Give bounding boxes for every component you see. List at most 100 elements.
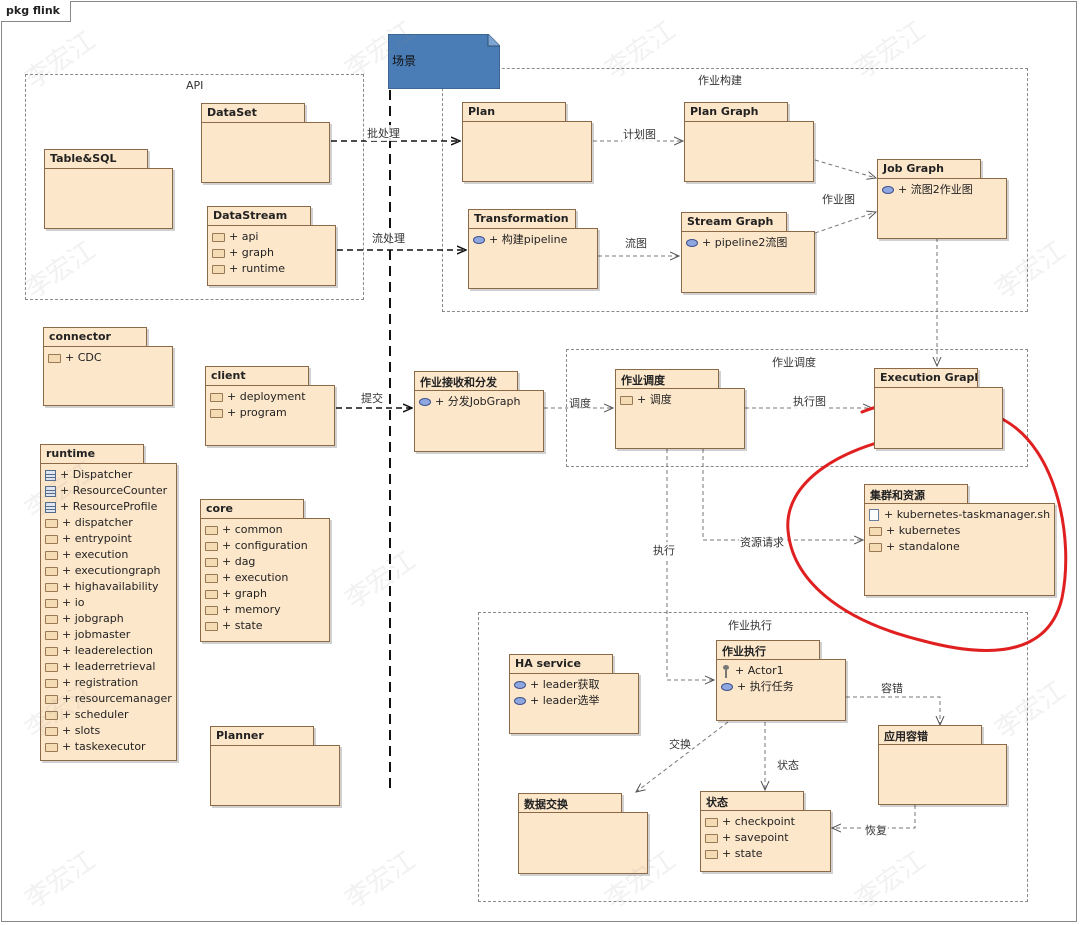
package-transformation-tab[interactable]: Transformation bbox=[468, 209, 576, 229]
package-job-receive-tab[interactable]: 作业接收和分发 bbox=[414, 371, 518, 391]
use-case-icon bbox=[882, 186, 894, 194]
package-planner-name: Planner bbox=[216, 729, 264, 742]
folder-icon bbox=[205, 605, 218, 615]
package-stream-graph[interactable]: + pipeline2流图 bbox=[681, 231, 815, 293]
folder-icon bbox=[45, 742, 58, 752]
package-runtime[interactable]: + Dispatcher + ResourceCounter + Resourc… bbox=[40, 463, 177, 761]
package-job-graph[interactable]: + 流图2作业图 bbox=[877, 178, 1007, 239]
package-connector-tab[interactable]: connector bbox=[43, 327, 147, 347]
package-plan-graph[interactable] bbox=[684, 121, 814, 182]
folder-icon bbox=[869, 526, 882, 536]
use-case-icon bbox=[686, 239, 698, 247]
package-job-graph-tab[interactable]: Job Graph bbox=[877, 159, 981, 179]
package-core-tab[interactable]: core bbox=[200, 499, 304, 519]
package-plan-name: Plan bbox=[468, 105, 496, 118]
package-ha-service-tab[interactable]: HA service bbox=[509, 654, 613, 674]
list-item: + resourcemanager bbox=[45, 691, 172, 707]
package-job-exec[interactable]: + Actor1 + 执行任务 bbox=[716, 659, 846, 721]
list-item: + api bbox=[212, 229, 331, 245]
folder-icon bbox=[45, 710, 58, 720]
package-state-tab[interactable]: 状态 bbox=[700, 791, 804, 811]
package-datastream-tab[interactable]: DataStream bbox=[207, 206, 311, 226]
package-client-tab[interactable]: client bbox=[205, 366, 309, 386]
package-table-sql-tab[interactable]: Table&SQL bbox=[44, 149, 148, 169]
region-api-title: API bbox=[186, 79, 204, 92]
list-item: + leader获取 bbox=[514, 677, 634, 693]
package-cluster[interactable]: + kubernetes-taskmanager.sh + kubernetes… bbox=[864, 503, 1055, 596]
package-transformation[interactable]: + 构建pipeline bbox=[468, 228, 598, 289]
list-item: + graph bbox=[212, 245, 331, 261]
folder-icon bbox=[210, 408, 223, 418]
folder-icon bbox=[205, 541, 218, 551]
file-icon bbox=[869, 509, 879, 521]
folder-icon bbox=[45, 598, 58, 608]
folder-icon bbox=[212, 232, 225, 242]
package-plan-tab[interactable]: Plan bbox=[462, 102, 566, 122]
edge-label-job-graph: 作业图 bbox=[821, 191, 856, 207]
list-item: + state bbox=[705, 846, 826, 862]
folder-icon bbox=[45, 630, 58, 640]
package-datastream[interactable]: + api + graph + runtime bbox=[207, 225, 336, 286]
package-cluster-name: 集群和资源 bbox=[870, 489, 925, 502]
list-item: + savepoint bbox=[705, 830, 826, 846]
list-item: + standalone bbox=[869, 539, 1050, 555]
package-execution-graph-tab[interactable]: Execution Graph bbox=[874, 368, 978, 388]
list-item: + execution bbox=[45, 547, 172, 563]
folder-icon bbox=[45, 646, 58, 656]
package-dataset-tab[interactable]: DataSet bbox=[201, 103, 305, 123]
list-item: + program bbox=[210, 405, 330, 421]
folder-icon bbox=[45, 566, 58, 576]
use-case-icon bbox=[721, 683, 733, 691]
folder-icon bbox=[210, 392, 223, 402]
package-runtime-tab[interactable]: runtime bbox=[40, 444, 144, 464]
package-state-name: 状态 bbox=[706, 796, 728, 809]
package-ha-service-name: HA service bbox=[515, 657, 581, 670]
package-job-exec-tab[interactable]: 作业执行 bbox=[716, 640, 820, 660]
region-build-title: 作业构建 bbox=[698, 74, 742, 87]
package-client[interactable]: + deployment + program bbox=[205, 385, 335, 446]
package-job-schedule-name: 作业调度 bbox=[621, 374, 665, 387]
list-item: + dispatcher bbox=[45, 515, 172, 531]
package-planner[interactable] bbox=[210, 745, 340, 806]
list-item: + 调度 bbox=[620, 392, 740, 408]
package-transformation-name: Transformation bbox=[474, 212, 569, 225]
list-item: + executiongraph bbox=[45, 563, 172, 579]
package-stream-graph-tab[interactable]: Stream Graph bbox=[681, 212, 787, 232]
package-fault-tolerance-tab[interactable]: 应用容错 bbox=[878, 725, 982, 745]
package-execution-graph[interactable] bbox=[874, 387, 1003, 449]
package-ha-service[interactable]: + leader获取 + leader选举 bbox=[509, 673, 639, 734]
list-item: + execution bbox=[205, 570, 325, 586]
list-item: + graph bbox=[205, 586, 325, 602]
use-case-icon bbox=[514, 681, 526, 689]
package-job-schedule[interactable]: + 调度 bbox=[615, 388, 745, 449]
package-job-exec-name: 作业执行 bbox=[722, 645, 766, 658]
edge-label-submit: 提交 bbox=[360, 390, 384, 406]
class-icon bbox=[45, 469, 56, 481]
list-item: + taskexecutor bbox=[45, 739, 172, 755]
folder-icon bbox=[869, 542, 882, 552]
package-fault-tolerance-name: 应用容错 bbox=[884, 730, 928, 743]
package-job-receive[interactable]: + 分发JobGraph bbox=[414, 390, 544, 452]
package-core[interactable]: + common + configuration + dag + executi… bbox=[200, 518, 330, 642]
package-data-exchange[interactable] bbox=[518, 812, 648, 874]
list-item: + common bbox=[205, 522, 325, 538]
package-client-name: client bbox=[211, 369, 246, 382]
package-data-exchange-tab[interactable]: 数据交换 bbox=[518, 793, 622, 813]
package-fault-tolerance[interactable] bbox=[878, 744, 1007, 805]
package-table-sql[interactable] bbox=[44, 168, 173, 229]
package-planner-tab[interactable]: Planner bbox=[210, 726, 314, 746]
package-state[interactable]: + checkpoint + savepoint + state bbox=[700, 810, 831, 872]
folder-icon bbox=[45, 662, 58, 672]
package-dataset[interactable] bbox=[201, 122, 330, 183]
package-plan[interactable] bbox=[462, 121, 592, 182]
package-job-schedule-tab[interactable]: 作业调度 bbox=[615, 369, 719, 389]
package-connector[interactable]: + CDC bbox=[43, 346, 173, 406]
edge-label-execute: 执行 bbox=[652, 542, 676, 558]
package-plan-graph-tab[interactable]: Plan Graph bbox=[684, 102, 788, 122]
package-datastream-name: DataStream bbox=[213, 209, 288, 222]
folder-icon bbox=[45, 534, 58, 544]
list-item: + CDC bbox=[48, 350, 168, 366]
list-item: + memory bbox=[205, 602, 325, 618]
package-cluster-tab[interactable]: 集群和资源 bbox=[864, 484, 968, 504]
